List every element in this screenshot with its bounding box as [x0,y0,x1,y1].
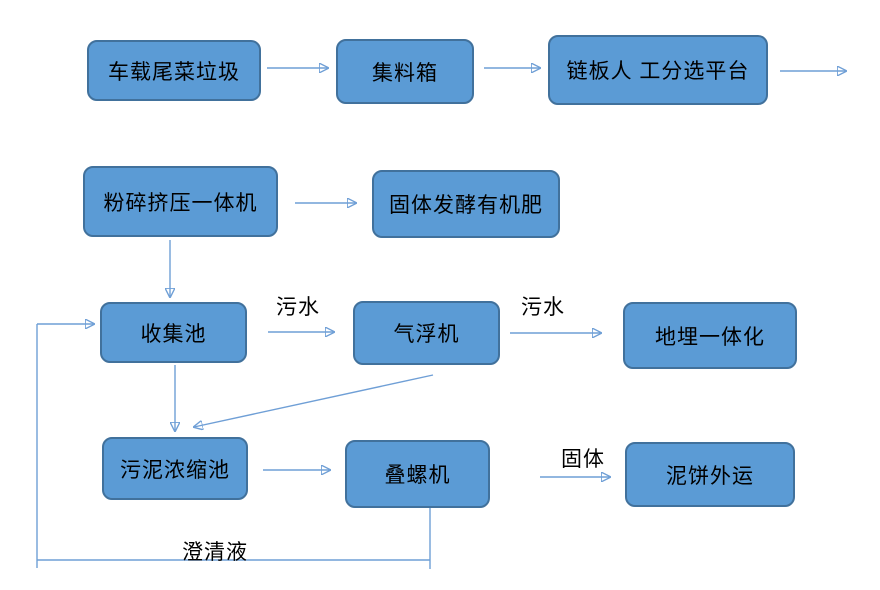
edge-label-clarified-liquid: 澄清液 [182,541,248,564]
node-sludge-thickening-pool: 污泥浓缩池 [102,437,248,500]
node-sorting-platform: 链板人 工分选平台 [548,35,768,105]
edge-label-sewage-1: 污水 [276,296,320,319]
node-collection-bin: 集料箱 [336,39,474,104]
edge-label-solid: 固体 [561,448,605,471]
node-buried-integrated: 地埋一体化 [623,302,797,369]
node-mud-cake-transport: 泥饼外运 [625,442,795,507]
node-crusher-press: 粉碎挤压一体机 [83,166,278,237]
node-collection-pool: 收集池 [100,302,247,363]
node-air-flotation: 气浮机 [353,301,500,365]
node-truck-waste: 车载尾菜垃圾 [87,40,261,101]
node-solid-fermentation-fertilizer: 固体发酵有机肥 [372,170,560,238]
edge-flotation-to-thickening [194,374,434,427]
edge-label-sewage-2: 污水 [521,296,565,319]
node-screw-press: 叠螺机 [345,440,490,508]
